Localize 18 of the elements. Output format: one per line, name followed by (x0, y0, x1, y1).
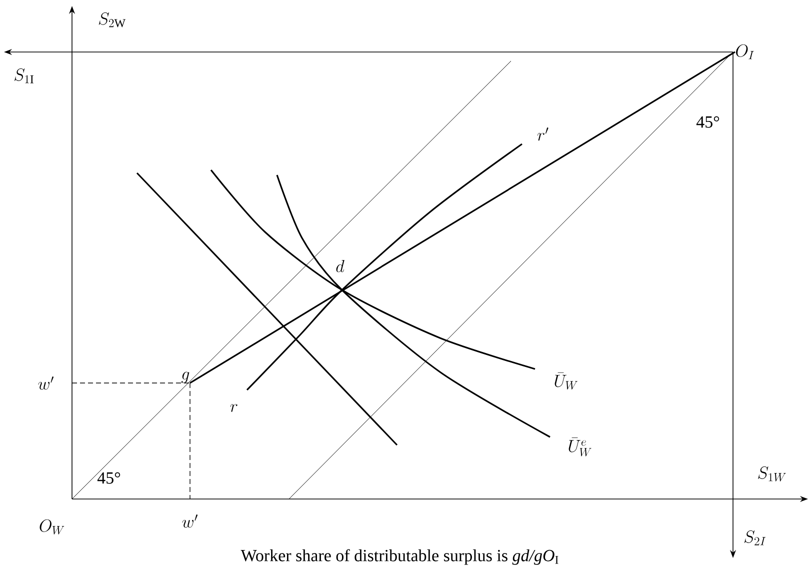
point-label: $O_I$ (736, 44, 754, 60)
axis-label: $w'$ (38, 376, 54, 390)
axis-label: $O_W$ (40, 519, 64, 534)
line (190, 51, 736, 384)
axis-label: $S_{1W}$ (758, 466, 786, 482)
point-label: $g$ (181, 372, 190, 383)
axis-label: $S_{1\mathrm{I}}$ (14, 68, 34, 84)
axis-label: $d$ (336, 260, 344, 272)
axis-label: $r'$ (538, 127, 548, 141)
axis-label: 45° (696, 116, 720, 128)
axis-label: $w'$ (182, 514, 198, 528)
axis-label: $r$ (230, 404, 238, 412)
axis-label: $\bar{U}_W$ (554, 372, 578, 390)
axis-label: $\bar{U}^{e}_{W}$ (568, 438, 592, 456)
axis-label: $S_{2\mathrm{W}}$ (98, 12, 126, 28)
axis-label: 45° (97, 472, 120, 484)
caption: Worker share of distributable surplus is gd/gO$_{I}$ (240, 549, 558, 565)
axis-label: $S_{2I}$ (744, 530, 766, 546)
